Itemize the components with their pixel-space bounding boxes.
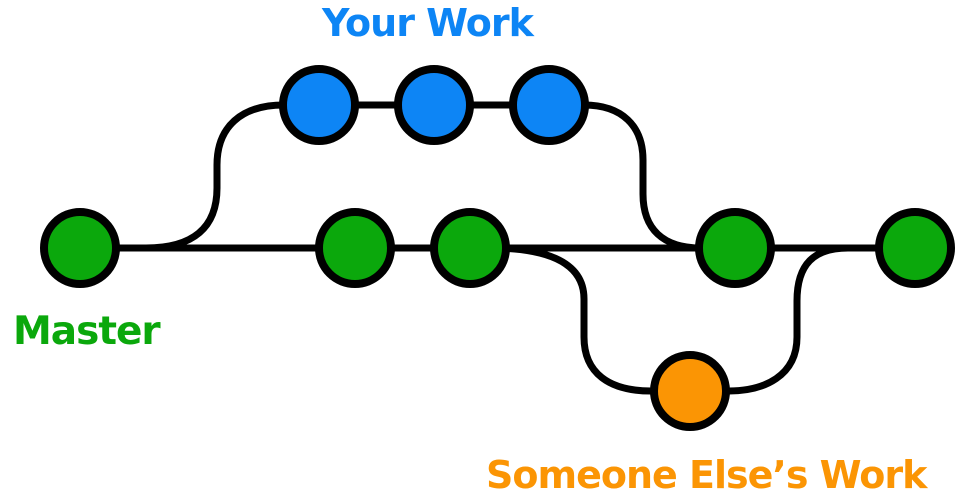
commit-node-master (695, 208, 775, 288)
commit-node-your-work (279, 65, 359, 145)
commit-node-master (40, 208, 120, 288)
someone-else-merge-in (728, 244, 849, 395)
commit-nodes (40, 65, 955, 431)
someone-else-branch-out (489, 244, 652, 395)
your-work-branch-out (145, 101, 586, 252)
commit-node-master (875, 208, 955, 288)
label-master: Master (13, 309, 161, 354)
commit-node-your-work (394, 65, 474, 145)
commit-node-master (315, 208, 395, 288)
label-someone-elses-work: Someone Else’s Work (486, 453, 928, 496)
label-your-work: Your Work (321, 1, 535, 45)
commit-node-your-work (509, 65, 589, 145)
your-work-merge-in (583, 101, 702, 252)
commit-node-master (430, 208, 510, 288)
commit-node-someone-else (650, 351, 730, 431)
